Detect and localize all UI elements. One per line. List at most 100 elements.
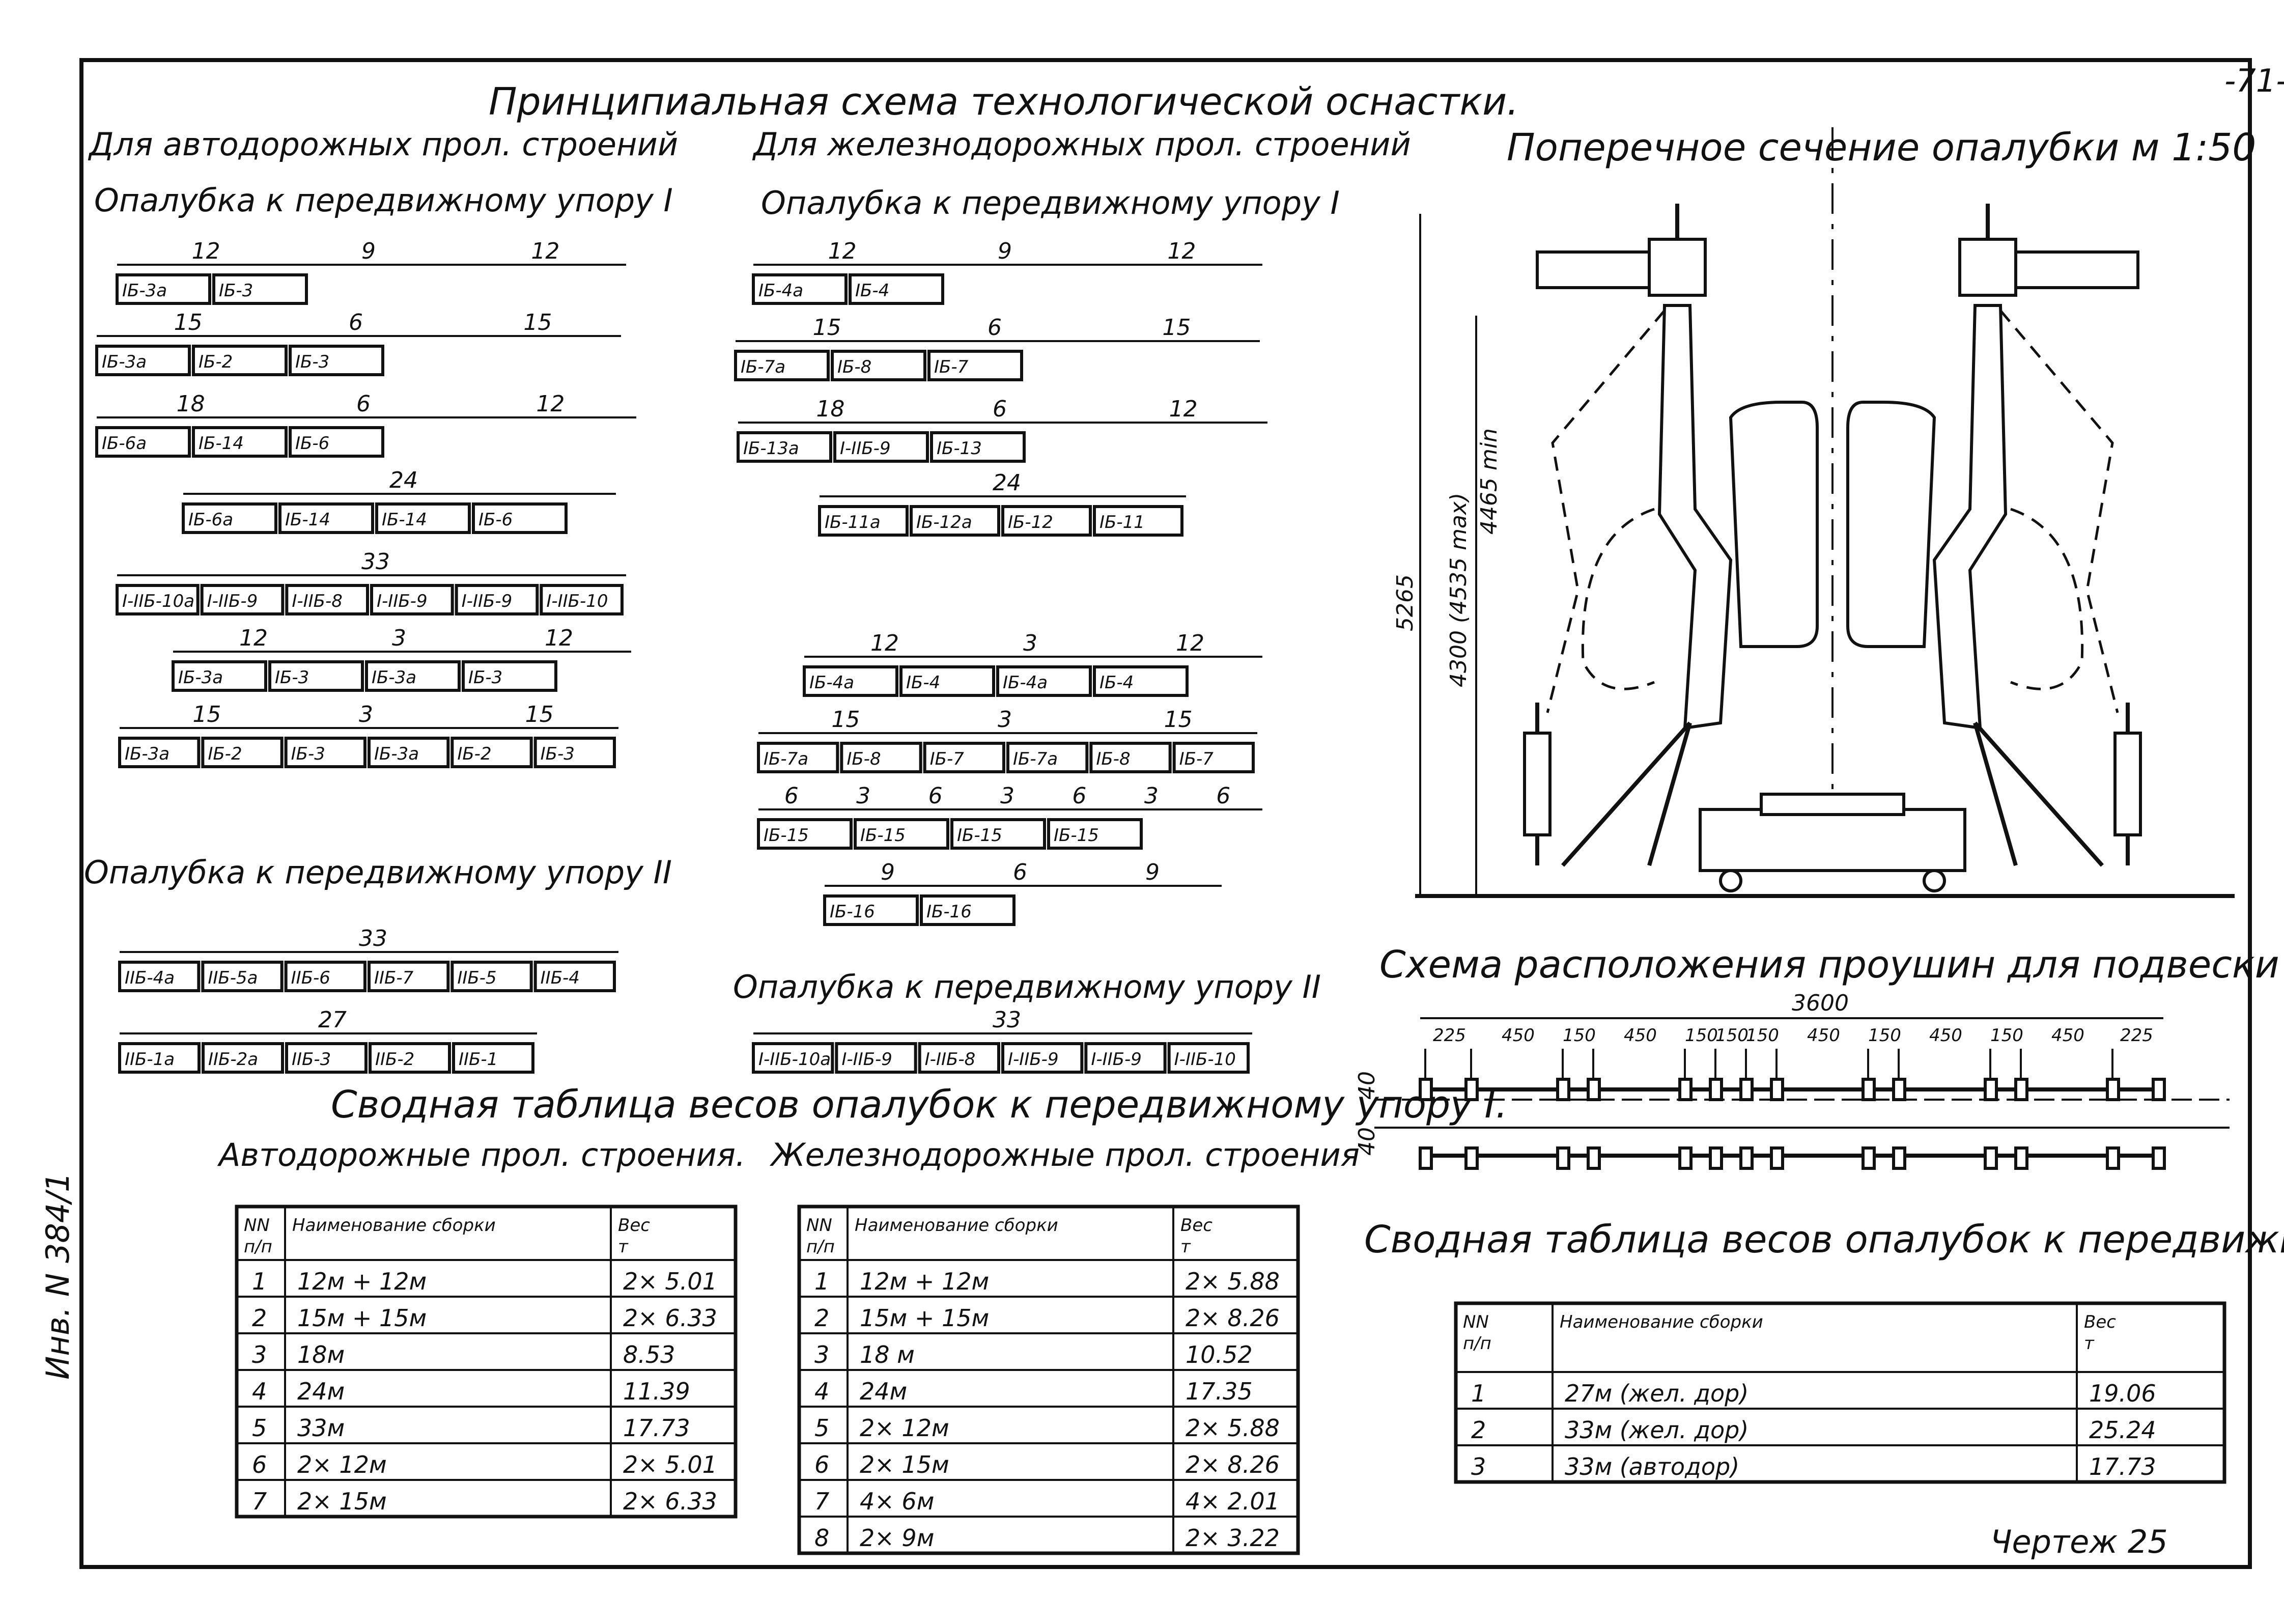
rail-row-4-panel-label: IБ-11а [825, 512, 881, 533]
summary1-rail-cell: 2× 5.88 [1186, 1268, 1280, 1295]
auto-row-5-panel [540, 584, 624, 615]
eyelet-dim: 150 [1563, 1025, 1596, 1046]
rail-row-7-panel [1047, 818, 1143, 850]
left-hoist [1648, 238, 1707, 297]
auto-row-7-dim: 15 [192, 702, 221, 727]
summary1-auto-cell: 2 [252, 1304, 267, 1332]
right-arm [1932, 304, 2008, 730]
auto-row-6-panel [172, 660, 267, 692]
dim-min: 4465 min [1476, 428, 1502, 535]
auto-row-6-dim: 12 [239, 625, 268, 651]
eyelet-pin [1862, 1146, 1876, 1170]
summary1-auto-cell: 2× 6.33 [623, 1488, 717, 1515]
auto-row-3-dim: 12 [536, 391, 565, 417]
auto-row-7-panel-label: IБ-3а [125, 744, 170, 764]
rail-row-6-panel-label: IБ-7а [1013, 749, 1058, 769]
eyelet-pin [1464, 1078, 1479, 1101]
rail-row-4-panel-label: IБ-12а [916, 512, 972, 533]
auto2-row-2-panel-label: IIБ-3 [292, 1049, 331, 1070]
auto-row-2-dim: 15 [174, 310, 203, 335]
summary2-title: Сводная таблица весов опалубок к передви… [1364, 1218, 2284, 1262]
eyelet-pin [1770, 1078, 1784, 1101]
rail-row-4-panel-label: IБ-12 [1008, 512, 1053, 533]
rail2-row-1-panel [1084, 1042, 1167, 1074]
auto2-row-2-panel [369, 1042, 451, 1074]
auto-row-2-panel [289, 345, 384, 376]
auto-row-4-panel-label: IБ-14 [285, 510, 330, 530]
auto2-row-1-panel [201, 961, 284, 992]
summary1-auto-cell: 4 [252, 1378, 267, 1405]
summary2-header: п/п [1463, 1333, 1491, 1354]
auto-row-5-panel-label: I-IIБ-9 [377, 591, 428, 611]
rail-row-3-panel-label: IБ-13а [743, 438, 799, 459]
summary1-rail-cell: 8 [814, 1524, 829, 1552]
rail-row-7-dim: 3 [1144, 783, 1159, 809]
rail-row-6-panel [840, 742, 922, 773]
auto-row-2-panel [192, 345, 288, 376]
rail2-row-1-panel-label: I-IIБ-9 [1008, 1049, 1059, 1070]
summary1-rail-cell: 17.35 [1186, 1378, 1253, 1405]
auto-row-7-panel [201, 737, 284, 768]
rail-row-3-dim: 12 [1169, 396, 1198, 422]
rail-row-2-dim: 6 [988, 315, 1002, 341]
eyelet-pin [2014, 1078, 2028, 1101]
summary1-rail-cell: 2× 8.26 [1186, 1451, 1280, 1478]
rail-row-6-panel-label: IБ-7 [930, 749, 965, 769]
eyelets-left-dim-2: 40 [1354, 1071, 1380, 1100]
eyelet-dim: 150 [1868, 1025, 1901, 1046]
auto-row-7-panel [450, 737, 533, 768]
eyelet-pin [1419, 1078, 1433, 1101]
summary1-rail-cell: 2× 5.88 [1186, 1414, 1280, 1442]
summary1-title: Сводная таблица весов опалубок к передви… [331, 1083, 1508, 1127]
auto-row-1-panel [212, 273, 308, 305]
summary2-cell: 27м (жел. дор) [1565, 1380, 1749, 1407]
rail-row-3-panel [930, 431, 1026, 463]
auto2-row-1-panel-label: IIБ-5 [457, 968, 496, 988]
left-outer-jack [1523, 732, 1552, 836]
cross-section-drawing: 5265 4300 (4535 max) 4465 min [1392, 127, 2235, 898]
summary1-auto-header: Наименование сборки [292, 1215, 496, 1236]
auto2-row-2-panel [452, 1042, 534, 1074]
rail2-row-1-dim: 33 [993, 1007, 1021, 1033]
summary1-auto-cell: 2× 5.01 [623, 1451, 717, 1478]
summary2-cell: 19.06 [2089, 1380, 2156, 1407]
auto-row-4-panel-label: IБ-6 [478, 510, 513, 530]
auto2-row-1-panel [533, 961, 616, 992]
eyelet-pin [1419, 1146, 1433, 1170]
auto-row-2-panel-label: IБ-3а [102, 352, 147, 372]
rail-row-2-panel-label: IБ-8 [837, 357, 871, 377]
auto-row-5-panel [455, 584, 539, 615]
auto-row-5-dim: 33 [361, 549, 390, 575]
rail-row-7-panel-label: IБ-15 [764, 825, 809, 846]
summary2-header: Наименование сборки [1560, 1312, 1763, 1332]
summary1-rail-cell: 2 [814, 1304, 829, 1332]
rail-row-6-panel [1006, 742, 1089, 773]
auto-row-3-panel [95, 426, 191, 458]
rail-row-2-panel-label: IБ-7а [741, 357, 785, 377]
summary1-auto-cell: 17.73 [623, 1414, 690, 1442]
eyelet-dim: 450 [2051, 1025, 2084, 1046]
summary1-auto-cell: 15м + 15м [297, 1304, 427, 1332]
rail-row-6-panel [757, 742, 839, 773]
rail-row-7-panel-label: IБ-15 [957, 825, 1002, 846]
auto-row-1-dim: 12 [531, 238, 559, 264]
summary1-rail-header: Вес [1180, 1215, 1213, 1236]
summary1-rail-caption: Железнодорожные прол. строения [769, 1136, 1360, 1173]
auto-row-6-dim: 12 [545, 625, 573, 651]
page-number: -71- [2224, 62, 2284, 99]
rail-row-1-dim: 12 [828, 238, 857, 264]
rail-row-5-panel-label: IБ-4а [809, 673, 854, 693]
rail-row-6-panel-label: IБ-8 [1096, 749, 1130, 769]
summary2-cell: 17.73 [2089, 1453, 2156, 1480]
rail-row-8-panel-label: IБ-16 [830, 902, 875, 922]
summary1-rail-cell: 6 [814, 1451, 829, 1478]
summary1-auto-header: п/п [244, 1237, 272, 1257]
rail-row-6-panel [923, 742, 1005, 773]
rail-row-5-panel [803, 665, 898, 697]
auto-row-2-panel-label: IБ-3 [295, 352, 329, 372]
auto-row-3-panel [192, 426, 288, 458]
auto-row-5-panel-label: I-IIБ-8 [292, 591, 343, 611]
eyelet-pin [1678, 1146, 1693, 1170]
auto-row-3-panel [289, 426, 384, 458]
